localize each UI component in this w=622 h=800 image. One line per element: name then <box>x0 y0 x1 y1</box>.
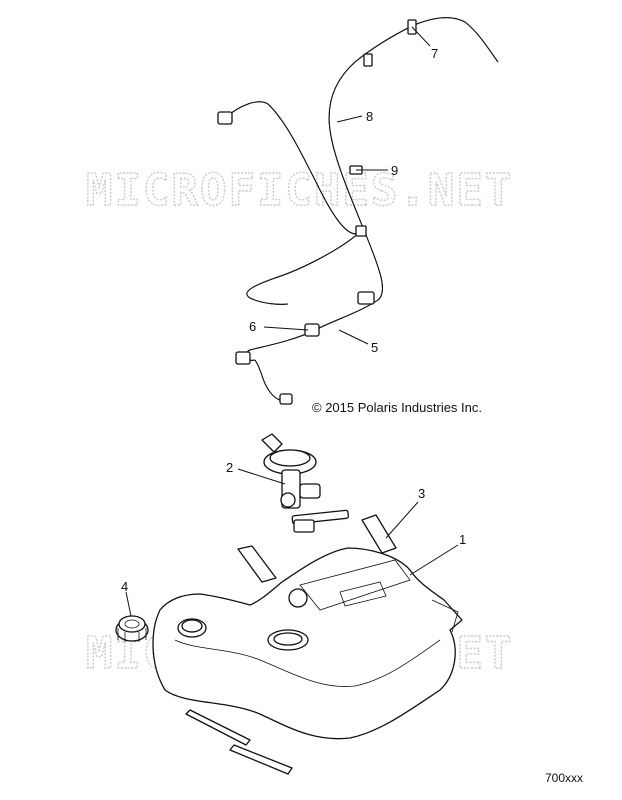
clamp-lower <box>357 291 375 305</box>
leader-1 <box>409 544 459 576</box>
pad-3 <box>361 514 397 554</box>
callout-7: 7 <box>431 46 438 61</box>
callout-1: 1 <box>459 532 466 547</box>
pump-float <box>293 519 315 533</box>
leader-7 <box>411 26 431 47</box>
leader-4 <box>125 591 132 617</box>
vent-hose-outer <box>245 17 499 361</box>
callout-5: 5 <box>371 340 378 355</box>
diagram-code: 700xxx <box>545 771 583 785</box>
callout-8: 8 <box>366 109 373 124</box>
hose-fitting-left <box>217 111 233 125</box>
clamp-mid <box>355 225 367 237</box>
leader-lines <box>125 26 459 617</box>
tank-top-panel <box>299 559 411 611</box>
callout-9: 9 <box>391 163 398 178</box>
tank-bracket <box>431 599 459 633</box>
leader-6 <box>263 326 309 331</box>
fuel-pump-assembly <box>261 433 349 533</box>
tank-vent-port <box>288 588 308 608</box>
leader-5 <box>338 329 369 345</box>
pad-left <box>237 545 277 583</box>
pump-filter <box>280 492 296 508</box>
leader-2 <box>237 468 286 485</box>
pump-connector <box>261 433 283 453</box>
callout-2: 2 <box>226 460 233 475</box>
pump-outlet <box>299 483 321 499</box>
callout-6: 6 <box>249 319 256 334</box>
fuel-cap <box>115 615 149 642</box>
leader-3 <box>385 501 419 539</box>
callout-3: 3 <box>418 486 425 501</box>
fuel-tank <box>152 547 463 740</box>
leader-8 <box>336 115 363 123</box>
clamp-upper <box>363 53 373 67</box>
pad-strap-lower-right <box>229 744 293 775</box>
hose-fitting-tank <box>235 351 251 365</box>
pad-strap-lower-left <box>185 709 251 746</box>
copyright-notice: © 2015 Polaris Industries Inc. <box>312 400 482 415</box>
watermark-top: MICROFICHES.NET <box>86 165 513 216</box>
callout-4: 4 <box>121 579 128 594</box>
tank-pads <box>185 514 397 775</box>
hose-end-fitting <box>279 393 293 405</box>
